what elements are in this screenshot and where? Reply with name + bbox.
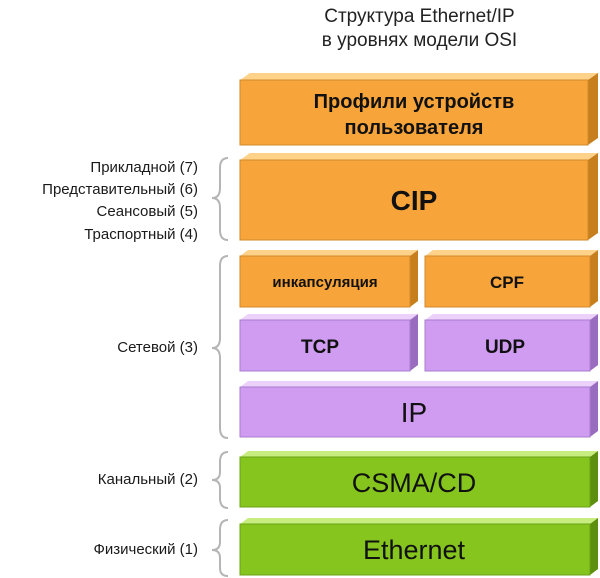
cip-label: CIP [391, 185, 438, 216]
tcp-block-top [240, 314, 418, 320]
osi-layer-session: Сеансовый (5) [96, 203, 198, 220]
cpf-block-side [590, 250, 598, 307]
brace-upper-layers [211, 157, 229, 241]
ip-label: IP [401, 397, 427, 428]
cip-block: CIP [239, 153, 598, 241]
brace-physical-layer [211, 519, 229, 577]
tcp-block-side [410, 314, 418, 371]
ethernet-block: Ethernet [239, 518, 598, 576]
csma-block: CSMA/CD [239, 451, 598, 508]
cip-block-front [239, 159, 589, 241]
cip-block-top [240, 153, 598, 160]
osi-layer-physical: Физический (1) [93, 541, 198, 558]
udp-block-front [424, 319, 591, 372]
encapsulation-block: инкапсуляция [239, 250, 418, 308]
tcp-label: TCP [301, 337, 339, 358]
cpf-block-front [424, 255, 591, 308]
cip-block-side [588, 153, 598, 240]
tcp-block-front [239, 319, 411, 372]
tcp-block: TCP [239, 314, 418, 372]
csma-label: CSMA/CD [352, 468, 477, 498]
udp-label: UDP [485, 337, 525, 358]
cpf-block-top [425, 250, 598, 256]
osi-layer-application: Прикладной (7) [90, 159, 198, 176]
csma-block-side [590, 451, 598, 507]
profiles-label-line-1: Профили устройств [314, 91, 515, 113]
encapsulation-block-top [240, 250, 418, 256]
encapsulation-block-side [410, 250, 418, 307]
cpf-label: CPF [490, 273, 524, 292]
udp-block: UDP [424, 314, 598, 372]
osi-layer-presentation: Представительный (6) [42, 181, 198, 198]
ip-block-front [239, 386, 591, 438]
profiles-block-front [239, 79, 589, 146]
profiles-block: Профили устройств пользователя [239, 73, 598, 146]
csma-block-top [240, 451, 598, 457]
ethernet-block-front [239, 523, 591, 576]
ethernet-block-side [590, 518, 598, 575]
profiles-block-top [240, 73, 598, 80]
osi-layer-datalink: Канальный (2) [97, 471, 198, 488]
ethernet-block-top [240, 518, 598, 524]
osi-layer-transport: Траспортный (4) [84, 226, 198, 243]
profiles-label-line-2: пользователя [345, 117, 484, 139]
brace-datalink-layer [211, 451, 229, 509]
profiles-block-side [588, 73, 598, 145]
encapsulation-block-front [239, 255, 411, 308]
brace-network-layer [211, 255, 229, 439]
ip-block: IP [239, 381, 598, 438]
cpf-block: CPF [424, 250, 598, 308]
osi-layer-network: Сетевой (3) [117, 339, 198, 356]
diagram-title-line-2: в уровнях модели OSI [321, 30, 518, 51]
ethernet-label: Ethernet [363, 535, 466, 565]
ip-block-top [240, 381, 598, 387]
udp-block-top [425, 314, 598, 320]
diagram-title-line-1: Структура Ethernet/IP [324, 6, 515, 27]
encapsulation-label: инкапсуляция [272, 274, 377, 291]
udp-block-side [590, 314, 598, 371]
csma-block-front [239, 456, 591, 508]
ip-block-side [590, 381, 598, 437]
